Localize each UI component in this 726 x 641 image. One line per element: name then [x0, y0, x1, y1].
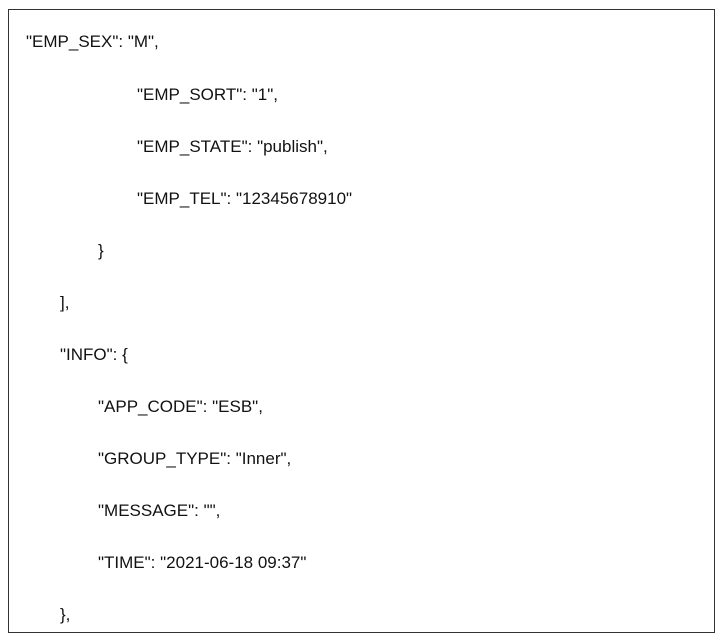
code-line-emp-state: "EMP_STATE": "publish", [137, 137, 328, 156]
document-frame: "EMP_SEX": "M", "EMP_SORT": "1", "EMP_ST… [8, 9, 715, 633]
code-line-close-bracket: ], [60, 293, 70, 312]
code-line-message: "MESSAGE": "", [98, 501, 221, 520]
code-line-info: "INFO": { [60, 345, 128, 364]
code-line-app-code: "APP_CODE": "ESB", [98, 397, 263, 416]
code-line-emp-sex: "EMP_SEX": "M", [26, 32, 159, 51]
code-line-group-type: "GROUP_TYPE": "Inner", [98, 449, 292, 468]
code-line-emp-tel: "EMP_TEL": "12345678910" [137, 189, 353, 208]
code-line-close-brace: } [98, 241, 104, 260]
code-line-close-brace-comma: }, [60, 605, 71, 624]
code-line-emp-sort: "EMP_SORT": "1", [137, 85, 278, 104]
code-line-time: "TIME": "2021-06-18 09:37" [98, 553, 307, 572]
